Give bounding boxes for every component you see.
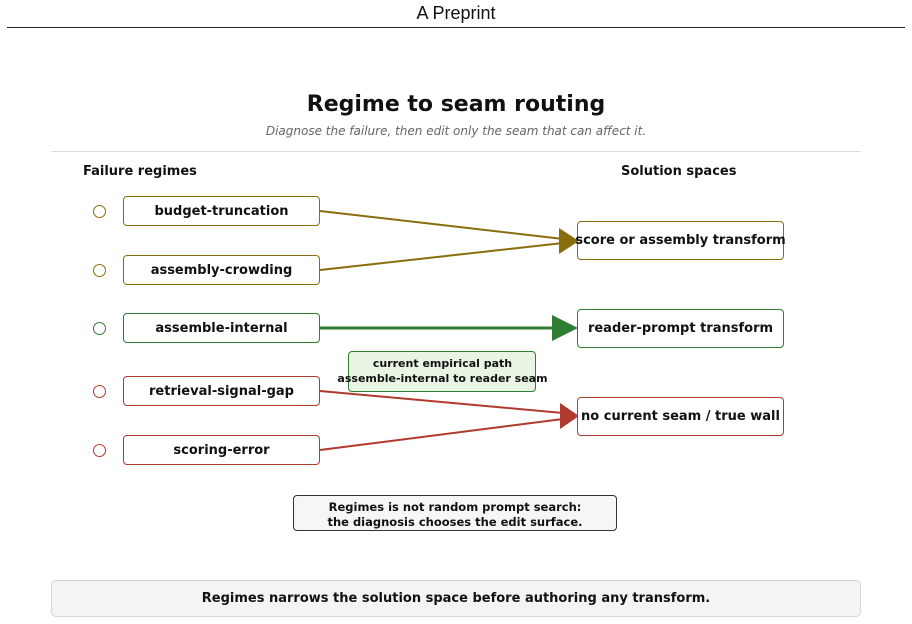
running-header: A Preprint bbox=[416, 3, 496, 23]
regime-budget-truncation: budget-truncation bbox=[123, 196, 320, 226]
route-arrow-scoring-error bbox=[319, 418, 564, 451]
radio-scoring-error[interactable] bbox=[93, 444, 106, 457]
caption-line-2: the diagnosis chooses the edit surface. bbox=[327, 515, 583, 529]
radio-assemble-internal[interactable] bbox=[93, 322, 106, 335]
empirical-path-note bbox=[348, 351, 536, 392]
caption-line-1: Regimes is not random prompt search: bbox=[328, 500, 582, 514]
note-line-1: current empirical path bbox=[372, 357, 513, 370]
regime-assemble-internal: assemble-internal bbox=[123, 313, 320, 343]
radio-retrieval-signal-gap[interactable] bbox=[93, 385, 106, 398]
regime-retrieval-signal-gap: retrieval-signal-gap bbox=[123, 376, 320, 406]
solution-no-current-seam: no current seam / true wall bbox=[577, 397, 784, 436]
title-separator bbox=[51, 151, 861, 152]
diagram-subtitle: Diagnose the failure, then edit only the… bbox=[265, 124, 647, 138]
arrowhead-reader-prompt bbox=[552, 315, 578, 341]
diagnosis-caption bbox=[293, 495, 617, 531]
route-arrow-budget-truncation bbox=[319, 210, 564, 240]
header-rule bbox=[7, 27, 905, 28]
regime-assembly-crowding: assembly-crowding bbox=[123, 255, 320, 285]
arrowhead-no-current-seam bbox=[560, 403, 579, 429]
solution-reader-prompt-transform: reader-prompt transform bbox=[577, 309, 784, 348]
arrowhead-score-or-assembly bbox=[559, 228, 579, 254]
solution-spaces-heading: Solution spaces bbox=[621, 164, 737, 179]
radio-assembly-crowding[interactable] bbox=[93, 264, 106, 277]
route-arrow-retrieval-signal-gap bbox=[319, 390, 564, 414]
diagram-title: Regime to seam routing bbox=[306, 92, 606, 117]
radio-budget-truncation[interactable] bbox=[93, 205, 106, 218]
route-arrow-assembly-crowding bbox=[319, 242, 564, 271]
failure-regimes-heading: Failure regimes bbox=[83, 164, 197, 179]
summary-footer: Regimes narrows the solution space befor… bbox=[51, 580, 861, 617]
regime-scoring-error: scoring-error bbox=[123, 435, 320, 465]
solution-score-or-assembly-transform: score or assembly transform bbox=[575, 221, 786, 260]
note-line-2: assemble-internal to reader seam bbox=[337, 372, 548, 385]
